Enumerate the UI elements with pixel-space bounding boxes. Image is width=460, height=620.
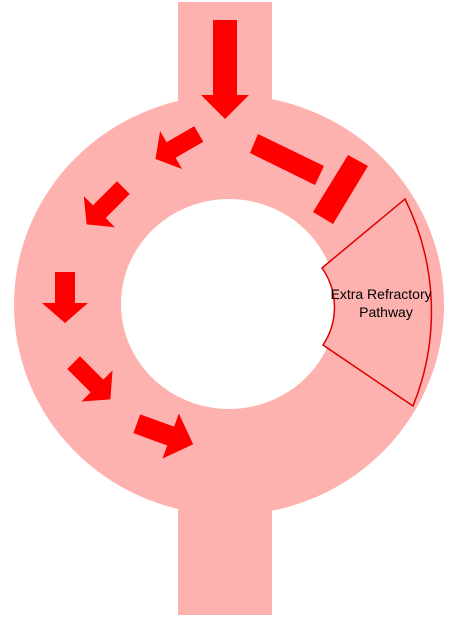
blocked-arrow	[250, 134, 368, 224]
arrow-left-5	[133, 413, 194, 459]
blocked-arrow-shaft	[250, 134, 324, 185]
arrow-left-1	[155, 126, 204, 170]
blocked-arrow-bar	[313, 155, 368, 224]
extra-pathway-label: Extra Refractory Pathway	[330, 286, 435, 320]
extra-refractory-pathway-region	[320, 197, 433, 408]
extra-pathway-label-line1: Extra Refractory	[330, 286, 431, 302]
bottom-stem	[178, 495, 272, 615]
arrow-entry-down	[201, 20, 249, 119]
arrow-left-3	[42, 272, 88, 323]
arrow-left-2	[83, 181, 130, 228]
extra-pathway-label-line2: Pathway	[359, 304, 413, 320]
arrow-left-4	[67, 356, 113, 402]
